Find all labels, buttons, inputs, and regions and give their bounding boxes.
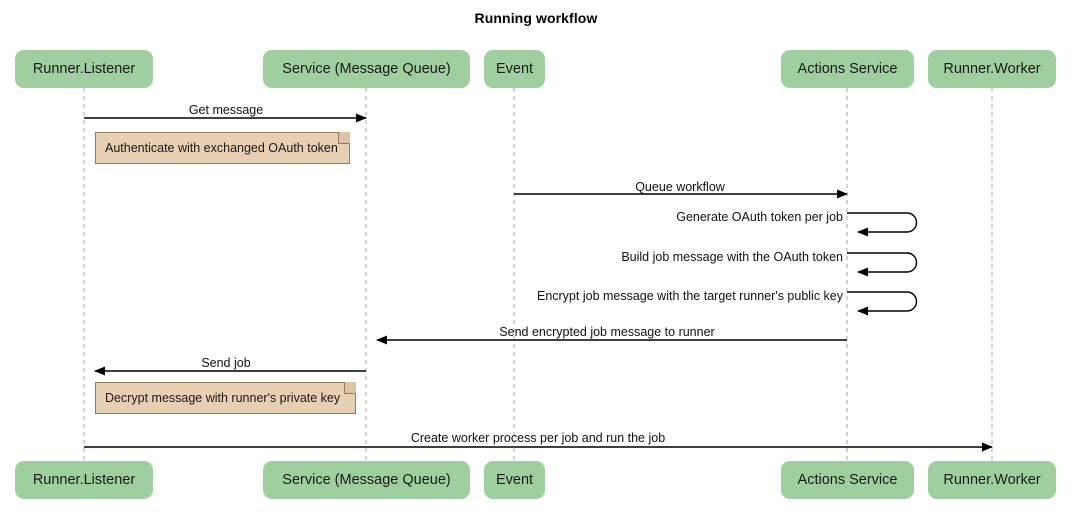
participant-foot-runner-listener[interactable]: Runner.Listener bbox=[15, 461, 153, 499]
message-connectors-group bbox=[84, 113, 993, 452]
participant-head-event[interactable]: Event bbox=[484, 50, 545, 88]
diagram-title: Running workflow bbox=[474, 10, 598, 26]
participant-head-runner-worker[interactable]: Runner.Worker bbox=[928, 50, 1056, 88]
lifelines-group bbox=[83, 88, 993, 461]
note-fold-corner-icon bbox=[338, 132, 350, 144]
message-label-get-message: Get message bbox=[188, 103, 264, 117]
message-label-send-job: Send job bbox=[201, 356, 251, 370]
message-label-generate-oauth-token-per-job: Generate OAuth token per job bbox=[676, 210, 843, 224]
participant-foot-runner-worker[interactable]: Runner.Worker bbox=[928, 461, 1056, 499]
participant-foot-event[interactable]: Event bbox=[484, 461, 545, 499]
participant-head-service-message-queue[interactable]: Service (Message Queue) bbox=[263, 50, 470, 88]
participant-foot-actions-service[interactable]: Actions Service bbox=[781, 461, 914, 499]
message-label-send-encrypted-job-message-to-runner: Send encrypted job message to runner bbox=[499, 325, 715, 339]
message-line-build-job-message-with-the-oauth-token bbox=[847, 252, 918, 277]
participant-foot-service-message-queue[interactable]: Service (Message Queue) bbox=[263, 461, 470, 499]
message-label-create-worker-process-per-job-and-run-the-job: Create worker process per job and run th… bbox=[410, 431, 666, 445]
note-text: Decrypt message with runner's private ke… bbox=[105, 391, 341, 405]
note-decrypt-message-with-runners-private-key: Decrypt message with runner's private ke… bbox=[95, 382, 356, 414]
note-fold-corner-icon bbox=[344, 382, 356, 394]
message-label-build-job-message-with-the-oauth-token: Build job message with the OAuth token bbox=[621, 250, 843, 264]
participant-head-actions-service[interactable]: Actions Service bbox=[781, 50, 914, 88]
note-text: Authenticate with exchanged OAuth token bbox=[105, 141, 338, 155]
message-line-generate-oauth-token-per-job bbox=[847, 212, 918, 237]
participant-head-runner-listener[interactable]: Runner.Listener bbox=[15, 50, 153, 88]
note-authenticate-with-exchanged-oauth-token: Authenticate with exchanged OAuth token bbox=[95, 132, 350, 164]
message-label-encrypt-job-message-with-the-target-runners-public-key: Encrypt job message with the target runn… bbox=[536, 289, 843, 303]
message-line-encrypt-job-message-with-the-target-runners-public-key bbox=[847, 291, 918, 316]
message-label-queue-workflow: Queue workflow bbox=[635, 180, 725, 194]
